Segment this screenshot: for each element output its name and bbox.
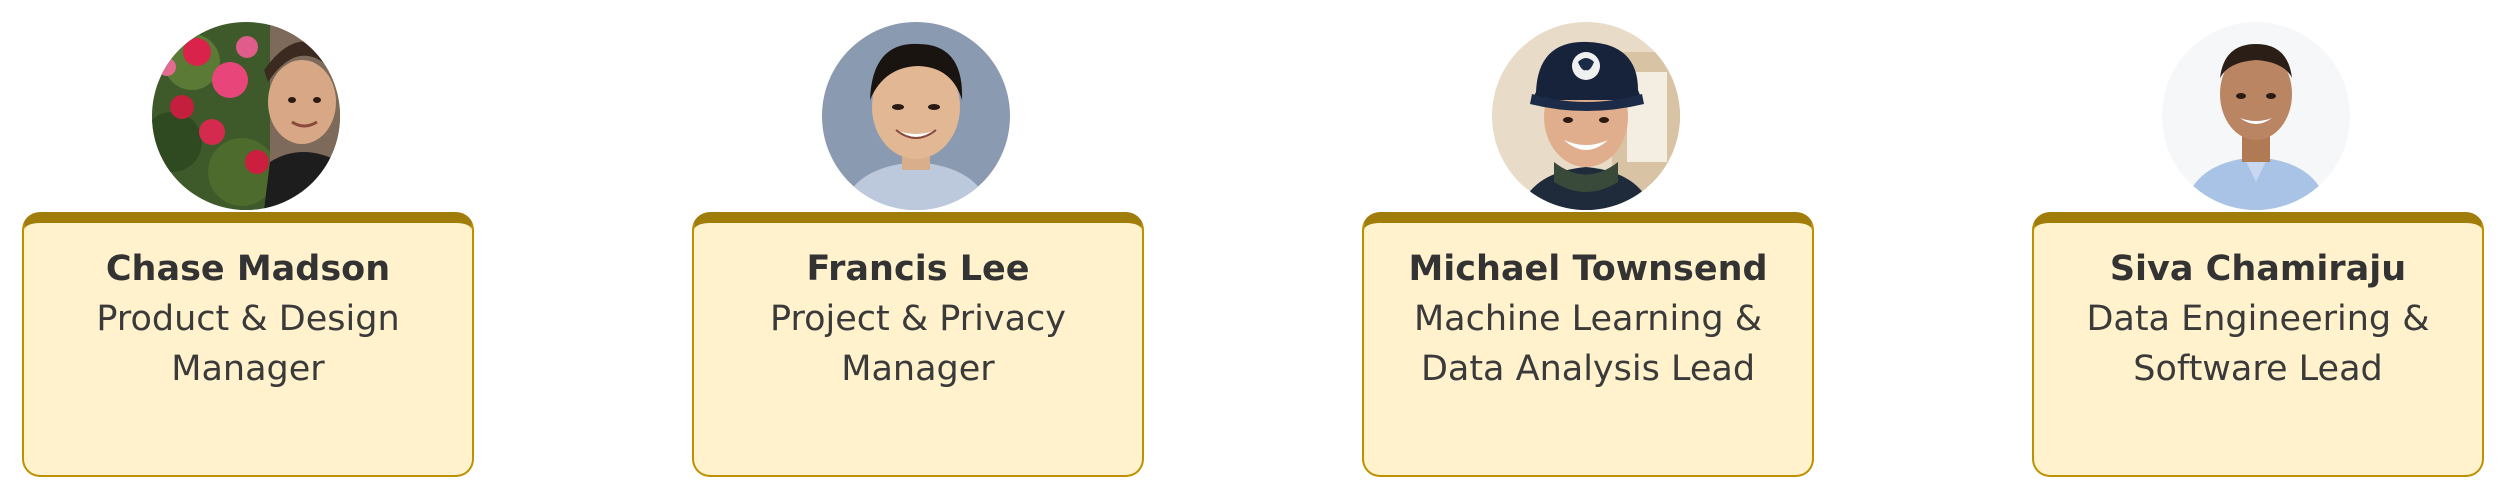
member-card: Francis Lee Project & Privacy Manager — [692, 212, 1144, 477]
person-photo-icon — [2162, 22, 2350, 210]
avatar-siva-chamiraju — [2162, 22, 2350, 210]
avatar-chase-madson — [152, 22, 340, 210]
member-card: Siva Chamiraju Data Engineering & Softwa… — [2032, 212, 2484, 477]
member-name: Chase Madson — [105, 249, 391, 289]
person-photo-icon — [822, 22, 1010, 210]
person-photo-icon — [1492, 22, 1680, 210]
member-role: Machine Learning & Data Analysis Lead — [1413, 299, 1762, 389]
member-name: Michael Townsend — [1408, 249, 1768, 289]
member-role: Product & Design Manager — [96, 299, 400, 389]
member-name: Francis Lee — [806, 249, 1030, 289]
member-role: Data Engineering & Software Lead — [2086, 299, 2430, 389]
team-member-siva-chamiraju: Siva Chamiraju Data Engineering & Softwa… — [2032, 0, 2484, 499]
person-photo-icon — [152, 22, 340, 210]
avatar-francis-lee — [822, 22, 1010, 210]
avatar-michael-townsend — [1492, 22, 1680, 210]
member-card: Michael Townsend Machine Learning & Data… — [1362, 212, 1814, 477]
team-member-michael-townsend: Michael Townsend Machine Learning & Data… — [1362, 0, 1814, 499]
team-member-francis-lee: Francis Lee Project & Privacy Manager — [692, 0, 1144, 499]
member-role: Project & Privacy Manager — [769, 299, 1066, 389]
member-card: Chase Madson Product & Design Manager — [22, 212, 474, 477]
member-name: Siva Chamiraju — [2109, 249, 2407, 289]
team-member-chase-madson: Chase Madson Product & Design Manager — [22, 0, 474, 499]
